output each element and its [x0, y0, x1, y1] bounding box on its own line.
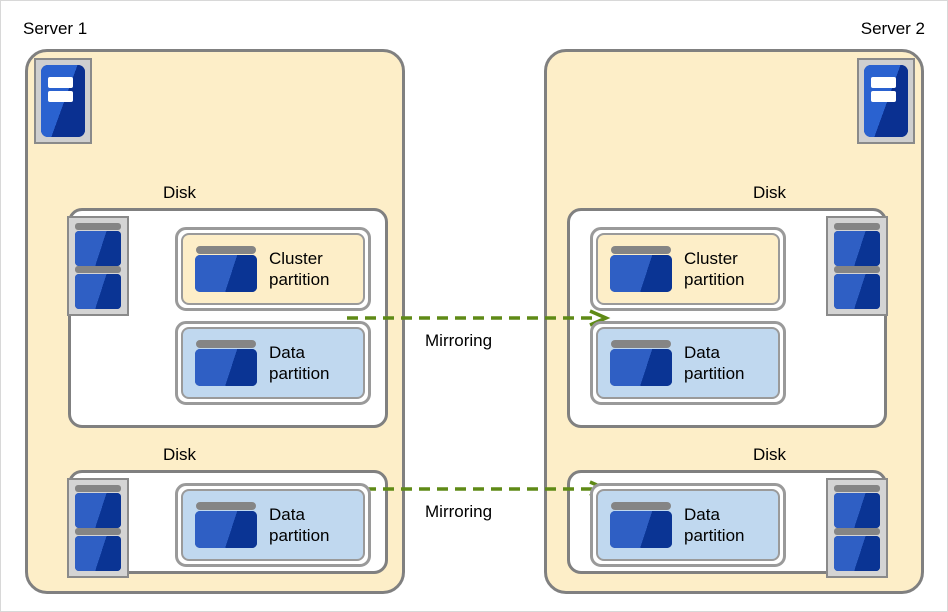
disk-platter-disc: [75, 274, 121, 309]
partition-inner: Data partition: [181, 327, 365, 399]
disk-platter-disc: [834, 231, 880, 266]
server-2-disk-1-label: Disk: [752, 183, 786, 202]
server-1-disk-2-label: Disk: [163, 445, 197, 464]
server-icon: [857, 58, 915, 144]
server-1-disk-1-data-partition[interactable]: Data partition: [175, 321, 371, 405]
server-icon-body: [864, 65, 908, 137]
disk-icon: [67, 478, 129, 578]
server-2-panel: Disk Cluster partition: [544, 49, 924, 594]
disk-platter-cap: [75, 266, 121, 273]
server-2-disk-1-box: Cluster partition Data partition: [567, 208, 888, 428]
disk-platter-top: [834, 223, 880, 266]
partition-disk-icon: [195, 246, 257, 292]
server-1-disk-2-data-partition[interactable]: Data partition: [175, 483, 371, 567]
partition-disk-disc: [195, 255, 257, 292]
disk-platter-disc: [75, 493, 121, 528]
disk-platter-disc: [834, 536, 880, 571]
mirroring-label-2: Mirroring: [425, 502, 493, 521]
server-icon-bar-top: [48, 76, 73, 88]
disk-platter-disc: [834, 274, 880, 309]
partition-label: Data partition: [684, 343, 745, 383]
disk-icon: [67, 216, 129, 316]
partition-inner: Cluster partition: [596, 233, 780, 305]
partition-inner: Data partition: [181, 489, 365, 561]
disk-platter-bottom: [75, 266, 121, 309]
partition-disk-icon: [610, 340, 672, 386]
partition-disk-icon: [610, 246, 672, 292]
partition-disk-icon: [610, 502, 672, 548]
disk-platter-top: [834, 485, 880, 528]
partition-disk-cap: [611, 246, 671, 254]
disk-platter-cap: [834, 266, 880, 273]
server-1-title: Server 1: [23, 19, 88, 38]
partition-label: Data partition: [684, 505, 745, 545]
partition-disk-disc: [610, 511, 672, 548]
disk-platter-disc: [75, 231, 121, 266]
partition-disk-cap: [611, 340, 671, 348]
partition-label: Cluster partition: [269, 249, 330, 289]
partition-disk-icon: [195, 502, 257, 548]
disk-platter-cap: [834, 528, 880, 535]
partition-label: Cluster partition: [684, 249, 745, 289]
server-1-disk-1-box: Cluster partition Data partition: [67, 208, 388, 428]
disk-platter-cap: [834, 223, 880, 230]
server-2-disk-1-data-partition[interactable]: Data partition: [590, 321, 786, 405]
partition-disk-disc: [195, 511, 257, 548]
disk-platter-bottom: [834, 528, 880, 571]
server-2-disk-2-data-partition[interactable]: Data partition: [590, 483, 786, 567]
partition-disk-cap: [611, 502, 671, 510]
server-icon: [34, 58, 92, 144]
partition-inner: Cluster partition: [181, 233, 365, 305]
partition-disk-cap: [196, 502, 256, 510]
disk-icon: [826, 478, 888, 578]
server-1-disk-2-box: Data partition: [67, 470, 388, 578]
disk-platter-cap: [75, 485, 121, 492]
partition-disk-cap: [196, 246, 256, 254]
server-1-cluster-partition[interactable]: Cluster partition: [175, 227, 371, 311]
partition-disk-disc: [195, 349, 257, 386]
server-2-disk-2-box: Data partition: [567, 470, 888, 578]
partition-disk-icon: [195, 340, 257, 386]
partition-disk-cap: [196, 340, 256, 348]
partition-label: Data partition: [269, 343, 330, 383]
mirroring-arrow-2: [347, 480, 611, 498]
server-2-disk-2-label: Disk: [752, 445, 786, 464]
disk-platter-cap: [75, 528, 121, 535]
server-1-disk-1-label: Disk: [163, 183, 197, 202]
disk-platter-top: [75, 223, 121, 266]
disk-icon: [826, 216, 888, 316]
server-icon-bar-bottom: [871, 90, 896, 102]
disk-platter-bottom: [834, 266, 880, 309]
mirroring-arrow-1: [347, 309, 611, 327]
disk-platter-bottom: [75, 528, 121, 571]
server-icon-body: [41, 65, 85, 137]
partition-label: Data partition: [269, 505, 330, 545]
disk-platter-disc: [75, 536, 121, 571]
disk-platter-cap: [834, 485, 880, 492]
mirroring-label-1: Mirroring: [425, 331, 493, 350]
disk-platter-disc: [834, 493, 880, 528]
disk-platter-top: [75, 485, 121, 528]
server-1-panel: Disk Clust: [25, 49, 405, 594]
server-icon-bar-top: [871, 76, 896, 88]
server-2-title: Server 2: [860, 19, 925, 38]
disk-platter-cap: [75, 223, 121, 230]
partition-disk-disc: [610, 349, 672, 386]
server-icon-bar-bottom: [48, 90, 73, 102]
partition-inner: Data partition: [596, 489, 780, 561]
partition-disk-disc: [610, 255, 672, 292]
server-2-cluster-partition[interactable]: Cluster partition: [590, 227, 786, 311]
partition-inner: Data partition: [596, 327, 780, 399]
